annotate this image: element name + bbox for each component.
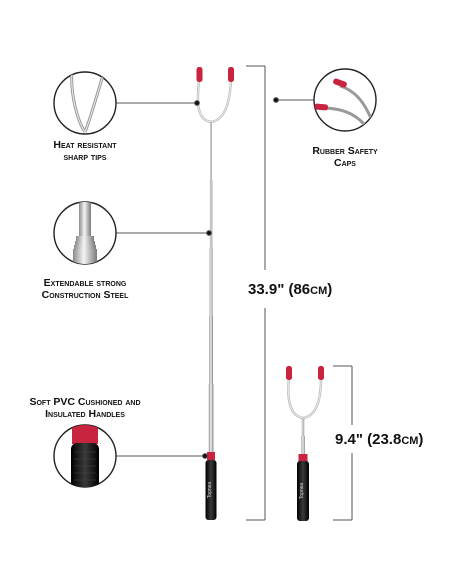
dimension-extended (246, 65, 266, 521)
detail-tips (53, 71, 117, 135)
label-line: Construction Steel (41, 289, 129, 301)
detail-handle (53, 424, 117, 488)
label-line: sharp tips (63, 151, 107, 163)
brand-mark: Topnea (299, 483, 305, 500)
safety-cap (228, 67, 234, 82)
dimension-collapsed-label: 9.4" (23.8cm) (335, 431, 424, 448)
label-heat-resistant-tips: Heat resistant sharp tips (10, 139, 160, 163)
handle (205, 460, 217, 520)
label-handles: Soft PVC Cushioned and Insulated Handles (10, 396, 160, 420)
handle (297, 461, 309, 521)
detail-caps (313, 68, 377, 132)
extended-stick: Topnea (196, 67, 234, 520)
dimension-extended-label: 33.9" (86cm) (248, 281, 333, 298)
pointer-lines (116, 97, 314, 459)
brand-mark: Topnea (207, 482, 213, 499)
label-extendable-steel: Extendable strong Construction Steel (10, 277, 160, 301)
safety-cap (286, 366, 292, 380)
safety-cap (196, 67, 203, 82)
label-line: Extendable strong (43, 277, 127, 289)
detail-rod (53, 201, 117, 265)
dimension-collapsed (333, 365, 353, 521)
label-line: Caps (334, 157, 356, 169)
label-line: Rubber Safety (312, 145, 378, 157)
label-rubber-safety-caps: Rubber Safety Caps (290, 145, 400, 169)
label-line: Heat resistant (53, 139, 117, 151)
label-line: Soft PVC Cushioned and (29, 396, 141, 408)
safety-cap (318, 366, 324, 380)
label-line: Insulated Handles (45, 408, 125, 420)
collapsed-stick: Topnea (286, 366, 324, 521)
